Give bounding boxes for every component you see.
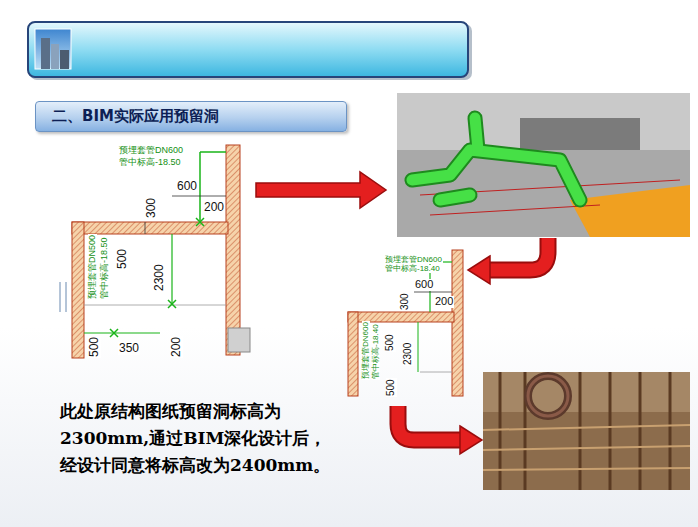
slide-heading: 二、BIM实际应用预留洞 (52, 107, 219, 126)
dimension-number: 200 (434, 296, 454, 308)
dimension-number: 200 (203, 201, 225, 214)
pipe-note: 预埋套管DN600 (118, 146, 184, 155)
elevation-note: 管中标高-18.50 (100, 236, 109, 300)
flow-arrow (256, 172, 386, 208)
flow-arrow (488, 238, 548, 270)
wall-hatch (72, 222, 84, 358)
dimension-number: 500 (116, 248, 129, 270)
building-icon-tower (41, 38, 50, 69)
caption-text: 此处原结构图纸预留洞标高为 2300mm,通过BIM深化设计后， 经设计同意将标… (60, 398, 342, 479)
dimension-number: 500 (385, 333, 396, 352)
pipe-note: 预埋套管DN600 (362, 321, 370, 380)
dimension-number: 300 (400, 292, 411, 311)
header-band (28, 22, 468, 77)
dimension-number: 500 (386, 378, 397, 397)
flow-arrow-head (460, 426, 482, 454)
floor-slab (570, 185, 690, 237)
heading-band: 二、BIM实际应用预留洞 (35, 101, 347, 132)
elevation-note: 管中标高-18.40 (372, 323, 380, 380)
building-icon (35, 29, 71, 69)
wall-hatch (226, 145, 240, 355)
photo-ground (483, 372, 690, 490)
flow-arrow-outline (398, 406, 462, 440)
stair-lines (60, 282, 66, 312)
rebar-horizontal (483, 425, 690, 470)
bim-3d-model (397, 93, 690, 237)
elevation-note: 管中标高-18.40 (384, 265, 441, 273)
flow-arrow (398, 406, 462, 440)
model-ground (397, 93, 690, 237)
dimension-number: 2300 (403, 342, 414, 366)
pipe-sleeve (528, 376, 568, 416)
dimension-number: 350 (118, 342, 140, 355)
pipe-note: 预埋套管DN600 (384, 256, 443, 264)
dimension-number: 2300 (153, 263, 166, 292)
flow-arrow-head (468, 256, 490, 284)
wall-hatch (348, 312, 358, 396)
dimension-number: 200 (170, 336, 183, 358)
elevation-note: 管中标高-18.50 (118, 158, 182, 167)
concrete-top (397, 93, 690, 150)
dimension-number: 500 (88, 336, 101, 358)
concrete-wall (397, 150, 690, 237)
leader-line (200, 151, 226, 153)
dimension-line (84, 332, 160, 333)
leader-line (199, 152, 201, 222)
dimension-line (171, 234, 172, 305)
pipe-outline (412, 118, 580, 200)
dimension-line (418, 322, 419, 372)
rebar-line (430, 205, 600, 215)
section-line (84, 305, 226, 306)
column-box (228, 328, 250, 352)
building-icon-tower (60, 50, 69, 69)
pipe (412, 118, 580, 200)
dimension-line (172, 196, 226, 197)
building-icon-tower (51, 44, 59, 69)
section-line (420, 372, 452, 373)
concrete-pit (520, 118, 640, 150)
pipe-note: 预埋套管DN500 (88, 234, 97, 300)
dimension-line (414, 292, 452, 293)
dimension-number: 600 (176, 180, 198, 193)
dimension-number: 300 (145, 197, 158, 219)
wall-hatch (72, 222, 228, 234)
dimension-line (145, 222, 146, 234)
pipe-sleeve-rim (528, 376, 568, 416)
rebar (500, 372, 670, 490)
wall-hatch (452, 250, 463, 396)
cad-drawing-revised (348, 250, 463, 396)
flow-arrow-outline (488, 238, 548, 270)
cad-drawing-original (60, 145, 250, 358)
tick-marks (110, 218, 204, 337)
photo-sky (483, 372, 690, 412)
dimension-number: 600 (414, 279, 434, 291)
site-photo (483, 372, 690, 490)
